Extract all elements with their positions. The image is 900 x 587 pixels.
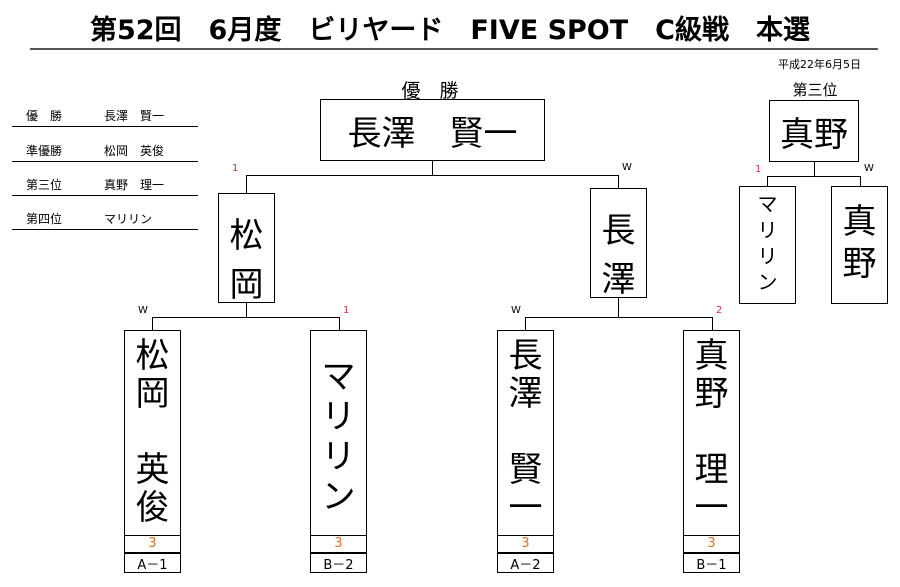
summary-player: 長澤 賢一 <box>104 109 165 123</box>
summary-row-runner-up: 準優勝 松岡 英俊 <box>12 139 198 162</box>
name-char: ン <box>321 477 356 517</box>
name-char: 野 <box>694 374 729 414</box>
player-3-mark: W <box>511 305 521 316</box>
player-1-score: 3 <box>124 535 181 553</box>
bracket-line <box>339 317 340 330</box>
finalist-right-box: 長 澤 <box>590 188 647 300</box>
player-2-box: マ リ リ ン <box>310 330 367 536</box>
name-char: 長 <box>601 211 636 251</box>
player-2-seed: B－2 <box>310 553 367 573</box>
bracket-line <box>767 176 768 186</box>
player-3-seed: A－2 <box>497 553 554 573</box>
player-4-box: 真 野 理 一 <box>683 330 740 536</box>
page-title: 第52回 6月度 ビリヤード FIVE SPOT C級戦 本選 <box>89 15 810 46</box>
name-char: ン <box>757 270 778 294</box>
name-char: 俊 <box>135 488 170 528</box>
name-char: 一 <box>694 488 729 528</box>
name-char: マ <box>757 192 778 216</box>
third-left-mark: 1 <box>755 164 762 175</box>
bracket-line <box>246 175 247 193</box>
name-char <box>498 413 553 451</box>
bracket-line <box>618 175 619 188</box>
player-1-box: 松 岡 英 俊 <box>124 330 181 536</box>
third-place-label: 第三位 <box>792 81 838 99</box>
summary-position: 第三位 <box>26 178 63 192</box>
name-char: 一 <box>508 488 543 528</box>
name-char: 長 <box>508 336 543 376</box>
third-right-mark: W <box>864 163 874 174</box>
player-3-box: 長 澤 賢 一 <box>497 330 554 536</box>
player-4-seed: B－1 <box>683 553 740 573</box>
third-place-box: 真野 <box>769 100 859 162</box>
player-1-mark: W <box>138 305 148 316</box>
name-char: リ <box>757 244 778 268</box>
bracket-line <box>246 303 247 317</box>
summary-row-fourth: 第四位 マリリン <box>12 207 198 230</box>
player-3-score: 3 <box>497 535 554 553</box>
champion-box: 長澤 賢一 <box>320 99 545 161</box>
name-char: マ <box>321 357 356 397</box>
summary-position: 優 勝 <box>26 109 63 123</box>
third-right-box: 真 野 <box>831 186 888 304</box>
name-char: 松 <box>135 336 170 376</box>
name-char: 真 <box>694 336 729 376</box>
title-underline <box>30 48 878 50</box>
third-left-box: マ リ リ ン <box>739 186 796 304</box>
name-char: 真 <box>842 202 877 242</box>
name-char: リ <box>757 218 778 242</box>
bracket-line <box>814 162 815 176</box>
summary-position: 準優勝 <box>26 144 63 158</box>
player-2-mark: 1 <box>343 305 350 316</box>
bracket-line <box>152 317 153 330</box>
bracket-line <box>152 317 339 318</box>
name-char: リ <box>321 437 356 477</box>
summary-player: 真野 理一 <box>104 178 165 192</box>
name-char: リ <box>321 397 356 437</box>
name-char: 理 <box>694 450 729 490</box>
final-right-mark: W <box>622 162 632 173</box>
player-4-mark: 2 <box>716 305 723 316</box>
bracket-line <box>432 161 433 175</box>
bracket-line <box>618 298 619 317</box>
player-4-score: 3 <box>683 535 740 553</box>
event-date: 平成22年6月5日 <box>778 58 861 71</box>
bracket-line <box>525 317 526 330</box>
summary-player: マリリン <box>104 212 153 226</box>
summary-position: 第四位 <box>26 212 63 226</box>
summary-row-winner: 優 勝 長澤 賢一 <box>12 104 198 127</box>
name-char: 岡 <box>229 265 264 305</box>
champion-label: 優 勝 <box>401 80 459 102</box>
player-1-seed: A－1 <box>124 553 181 573</box>
bracket-line <box>525 317 712 318</box>
finalist-left-box: 松 岡 <box>218 193 275 305</box>
name-char: 澤 <box>508 374 543 414</box>
name-char: 賢 <box>508 450 543 490</box>
summary-player: 松岡 英俊 <box>104 144 165 158</box>
name-char: 岡 <box>135 374 170 414</box>
name-char: 野 <box>842 244 877 284</box>
name-char: 英 <box>135 450 170 490</box>
name-char: 松 <box>229 216 264 256</box>
final-left-mark: 1 <box>232 163 239 174</box>
bracket-line <box>767 176 860 177</box>
name-char <box>684 413 739 451</box>
player-2-score: 3 <box>310 535 367 553</box>
bracket-line <box>860 176 861 186</box>
name-char <box>125 413 180 451</box>
name-char: 澤 <box>601 260 636 300</box>
bracket-line <box>246 175 618 176</box>
bracket-line <box>712 317 713 330</box>
summary-row-third: 第三位 真野 理一 <box>12 173 198 196</box>
